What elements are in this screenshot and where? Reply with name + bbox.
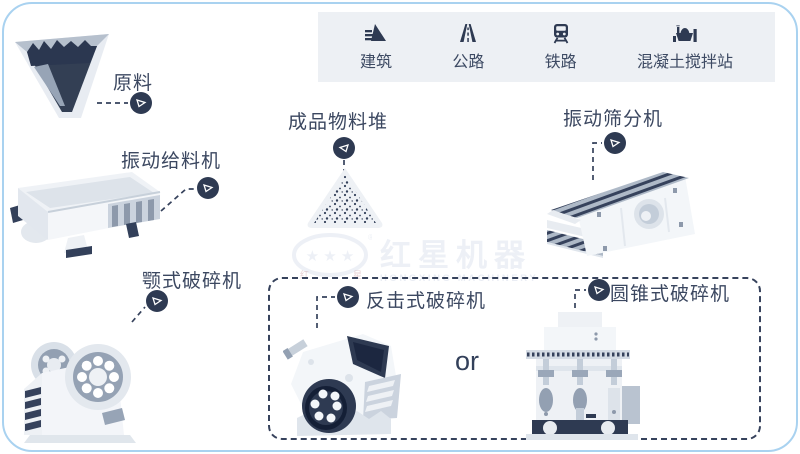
connector-vibrating-screen <box>592 142 602 180</box>
label-impact-crusher: 反击式破碎机 <box>366 291 487 312</box>
arrow-icon <box>136 99 147 108</box>
finished-material-pile-illustration <box>307 168 383 228</box>
arrow-icon <box>203 184 214 193</box>
legend-label: 建筑 <box>360 53 393 71</box>
connector-vibrating-feeder <box>160 188 195 212</box>
connector-impact-crusher <box>316 296 335 328</box>
legend-item-concrete-plant: 混凝土搅拌站 <box>637 23 733 72</box>
cone-crusher-badge <box>588 279 610 301</box>
legend-item-railway: 铁路 <box>545 23 577 72</box>
building-icon <box>365 23 386 41</box>
watermark-side-chars: 红星 <box>300 270 362 280</box>
jaw-crusher-badge <box>146 290 168 312</box>
finished-pile-badge <box>333 137 355 159</box>
legend-label: 混凝土搅拌站 <box>636 53 733 71</box>
impact-crusher-badge <box>337 286 359 308</box>
label-cone-crusher: 圆锥式破碎机 <box>610 284 731 305</box>
label-finished-pile: 成品物料堆 <box>288 112 389 133</box>
concrete-mixing-plant-icon <box>672 24 697 42</box>
application-legend: 建筑 公路 铁路 <box>318 12 775 82</box>
arrow-icon <box>152 297 163 306</box>
legend-label: 铁路 <box>544 53 577 71</box>
vibrating-feeder-illustration <box>10 172 161 258</box>
vibrating-screen-badge <box>604 132 626 154</box>
vibrating-screen-illustration <box>547 172 695 258</box>
connector-jaw-crusher <box>131 306 146 323</box>
vibrating-feeder-badge <box>197 177 219 199</box>
cone-crusher-illustration <box>526 312 640 440</box>
or-separator: or <box>455 346 480 376</box>
label-vibrating-feeder: 振动给料机 <box>121 151 222 172</box>
arrow-icon <box>343 293 354 302</box>
arrow-icon <box>610 139 621 148</box>
highway-icon <box>460 23 477 42</box>
arrow-icon <box>338 144 349 153</box>
arrow-icon <box>594 286 605 295</box>
jaw-crusher-illustration <box>24 342 136 443</box>
raw-material-badge <box>130 92 152 114</box>
label-raw-material: 原料 <box>113 73 154 94</box>
legend-label: 公路 <box>452 53 485 71</box>
railway-icon <box>553 23 568 43</box>
label-jaw-crusher: 颚式破碎机 <box>142 271 243 292</box>
connector-cone-crusher <box>574 289 586 317</box>
legend-item-highway: 公路 <box>452 23 484 72</box>
legend-item-building: 建筑 <box>360 23 392 72</box>
label-vibrating-screen: 振动筛分机 <box>563 109 664 130</box>
raw-material-hopper-illustration <box>15 34 109 118</box>
alternative-crushers-box <box>268 277 761 440</box>
impact-crusher-illustration <box>283 334 401 436</box>
